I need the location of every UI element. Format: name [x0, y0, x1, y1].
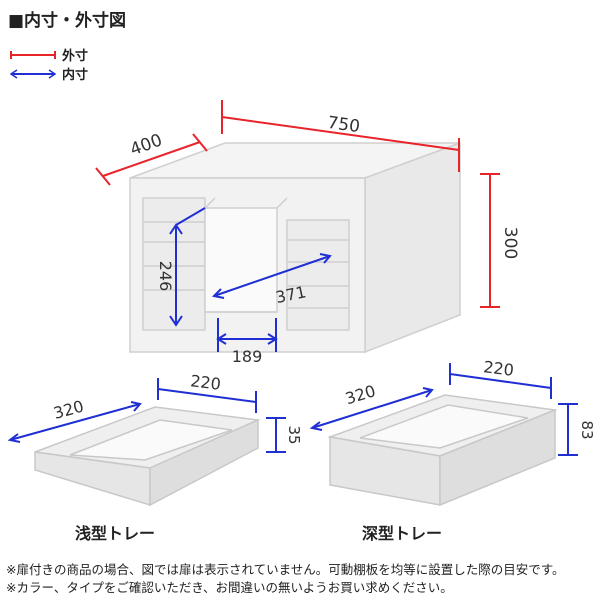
- cabinet-width-label: 750: [326, 113, 361, 137]
- deep-tray-width-dimension: [449, 363, 552, 399]
- inner-width-label: 189: [232, 347, 263, 366]
- note-line: ※扉付きの商品の場合、図では扉は表示されていません。可動棚板を均等に設置した際の…: [6, 562, 565, 577]
- cabinet-width-dimension: [221, 100, 460, 172]
- cabinet-depth-dimension: [95, 133, 208, 186]
- legend-outer-line: [10, 50, 56, 59]
- inner-height-dimension: [169, 207, 206, 327]
- shallow-tray-height-dimension: [266, 417, 286, 453]
- cabinet-height-dimension: [480, 173, 500, 308]
- legend-inner-line: [10, 68, 56, 79]
- deep-tray-depth-dimension: [309, 387, 434, 431]
- deep-tray-width-label: 220: [482, 357, 515, 380]
- legend-outer: 外寸: [10, 45, 88, 64]
- notes: ※扉付きの商品の場合、図では扉は表示されていません。可動棚板を均等に設置した際の…: [6, 561, 564, 597]
- shallow-tray-depth-label: 320: [51, 397, 85, 423]
- inner-width-dimension: [216, 318, 278, 352]
- shallow-tray-width-dimension: [157, 378, 257, 413]
- deep-tray-height-label: 83: [578, 420, 596, 439]
- note-line: ※カラー、タイプをご確認いただき、お間違いの無いようお買い求めください。: [6, 580, 453, 595]
- inner-height-label: 246: [156, 261, 175, 292]
- deep-tray-height-dimension: [558, 403, 578, 456]
- shallow-tray-height-label: 35: [285, 425, 303, 444]
- inner-depth-dimension: [211, 253, 332, 299]
- deep-tray-caption: 深型トレー: [362, 524, 443, 543]
- shallow-tray-width-label: 220: [189, 371, 222, 394]
- shallow-tray-depth-dimension: [7, 401, 142, 443]
- deep-tray: [327, 394, 558, 507]
- legend-inner: 内寸: [10, 64, 88, 83]
- legend-inner-label: 内寸: [62, 68, 89, 83]
- legend-outer-label: 外寸: [62, 49, 89, 64]
- cabinet-body: [129, 141, 461, 354]
- deep-tray-depth-label: 320: [343, 381, 378, 408]
- cabinet-height-label: 300: [500, 227, 520, 259]
- page-title: ■内寸・外寸図: [8, 11, 127, 31]
- shallow-tray-caption: 浅型トレー: [75, 524, 156, 543]
- shallow-tray: [34, 406, 261, 507]
